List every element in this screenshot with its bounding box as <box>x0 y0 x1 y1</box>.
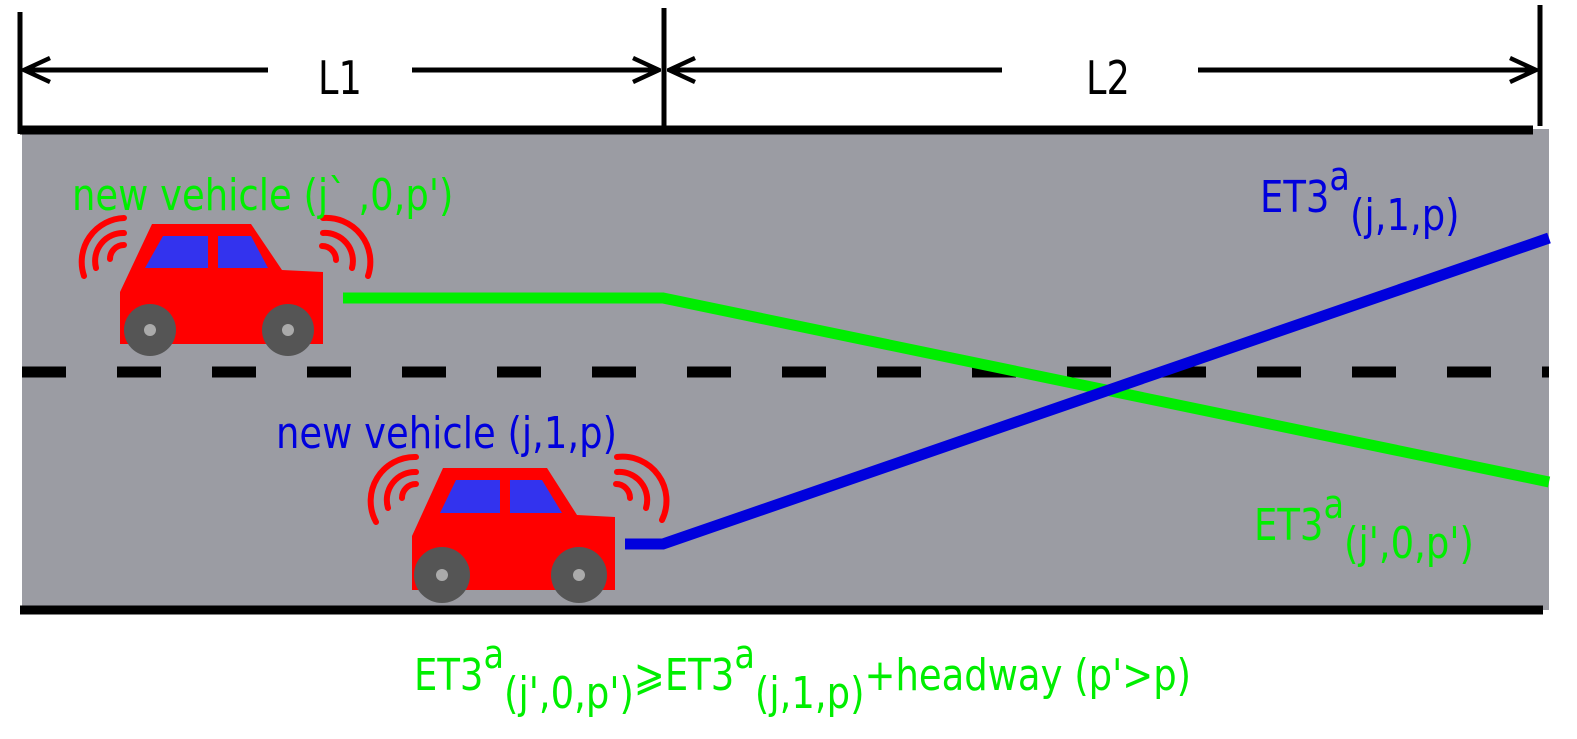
upper-car-rear-hub <box>144 324 156 336</box>
condition-term2-sup: a <box>734 631 755 678</box>
condition-formula: ET3a(j',0,p')⩾ET3a(j,1,p)+headway (p'>p) <box>414 631 1191 719</box>
green-trajectory <box>343 292 1551 488</box>
condition-term2-base: ET3 <box>665 649 734 701</box>
condition-term1-sub: (j',0,p') <box>504 667 634 719</box>
lower-car-front-window <box>510 480 562 513</box>
upper-vehicle-label: new vehicle (j` ,0,p') <box>72 169 453 221</box>
condition-relation: ⩾ <box>634 649 665 701</box>
l2-label: L2 <box>1086 51 1130 105</box>
lower-car <box>367 453 670 603</box>
upper-car-signal-right-icon <box>319 214 374 279</box>
l1-label: L1 <box>318 51 362 105</box>
upper-car-front-window <box>218 236 268 268</box>
lower-car-front-hub <box>573 569 585 581</box>
blue-trajectory-label-base: ET3 <box>1260 171 1329 223</box>
blue-trajectory-label: ET3a(j,1,p) <box>1260 153 1460 241</box>
upper-car-rear-window <box>145 236 208 268</box>
lower-car-rear-hub <box>436 569 448 581</box>
blue-trajectory-label-sub: (j,1,p) <box>1350 189 1460 241</box>
upper-car-front-hub <box>282 324 294 336</box>
condition-term1-sup: a <box>483 631 504 678</box>
green-trajectory-label: ET3a(j',0,p') <box>1254 481 1474 569</box>
lower-car-signal-left-icon <box>367 453 419 525</box>
condition-tail: +headway (p'>p) <box>864 649 1191 701</box>
green-trajectory-label-sup: a <box>1323 481 1344 528</box>
green-trajectory-label-sub: (j',0,p') <box>1344 517 1474 569</box>
upper-car-signal-left-icon <box>78 215 127 279</box>
lower-car-rear-window <box>440 480 500 513</box>
blue-trajectory-label-sup: a <box>1329 153 1350 200</box>
lower-vehicle-label: new vehicle (j,1,p) <box>276 407 617 459</box>
condition-term2-sub: (j,1,p) <box>755 667 865 719</box>
green-trajectory-label-base: ET3 <box>1254 499 1323 551</box>
blue-trajectory <box>625 232 1551 550</box>
condition-term1-base: ET3 <box>414 649 483 701</box>
lower-car-signal-right-icon <box>613 453 670 523</box>
upper-car <box>78 214 374 356</box>
